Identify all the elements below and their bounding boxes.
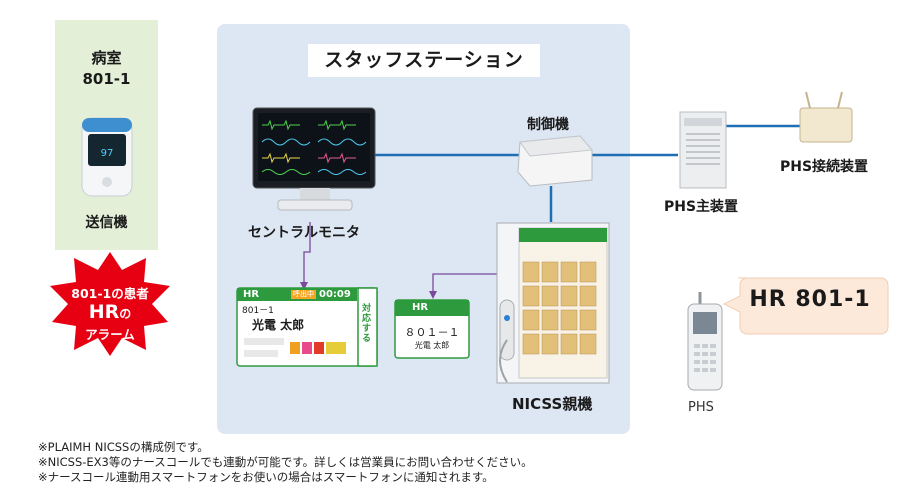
card-small-hr: HR: [412, 302, 429, 313]
card-large-side-label: 対応する: [362, 304, 372, 344]
phs-connector-device: [799, 91, 853, 143]
central-monitor-device: [252, 107, 376, 211]
nicss-label: NICSS親機: [512, 395, 593, 413]
card-large-room: 801－1: [242, 306, 274, 316]
card-large-hr: HR: [243, 289, 260, 300]
svg-text:97: 97: [101, 148, 114, 159]
arrow-monitor-card-large: [303, 222, 311, 286]
alarm-line2: HR: [88, 301, 120, 323]
phs-main-device: [679, 111, 727, 189]
footnote-2: ※NICSS-EX3等のナースコールでも連動が可能です。詳しくは営業員にお問い合…: [38, 455, 533, 469]
controller-label: 制御機: [527, 117, 569, 133]
card-large-timer: 00:09: [319, 289, 351, 300]
transmitter-device: 97: [81, 117, 133, 197]
room-number: 801-1: [82, 70, 131, 88]
footnote-1: ※PLAIMH NICSSの構成例です。: [38, 440, 209, 454]
card-large-status: 呼出中: [291, 290, 316, 299]
central-monitor-label: セントラルモニタ: [248, 225, 360, 241]
card-small-room: ８０１－１: [404, 326, 460, 339]
phs-handset-device: [687, 292, 723, 391]
alarm-line3: アラーム: [85, 327, 135, 342]
alarm-line2-suffix: の: [119, 307, 132, 321]
card-small-name: 光電 太郎: [414, 341, 450, 350]
room-title: 病室: [91, 49, 122, 67]
hr-alert-card-small: [394, 299, 470, 359]
phs-speech-bubble: [722, 277, 889, 335]
alarm-text: 801-1の患者 HRの アラーム: [60, 283, 160, 343]
card-large-name: 光電 太郎: [252, 318, 305, 332]
phs-bubble-text: HR 801-1: [749, 287, 871, 312]
footnote-3: ※ナースコール連動用スマートフォンをお使いの場合はスマートフォンに通知されます。: [38, 470, 494, 484]
nicss-master-device: [496, 222, 610, 384]
room-label: 病室 801-1: [55, 48, 158, 90]
phs-main-label: PHS主装置: [664, 199, 739, 215]
controller-device: [517, 135, 594, 187]
phs-connector-label: PHS接続装置: [780, 159, 869, 175]
station-title: スタッフステーション: [308, 44, 540, 77]
arrow-nicss-card-small: [432, 273, 498, 294]
alarm-line1: 801-1の患者: [71, 286, 149, 301]
transmitter-label: 送信機: [85, 215, 128, 231]
alarm-starburst: [50, 252, 170, 356]
phs-label: PHS: [688, 400, 714, 415]
footnotes: ※PLAIMH NICSSの構成例です。 ※NICSS-EX3等のナースコールで…: [38, 440, 533, 485]
